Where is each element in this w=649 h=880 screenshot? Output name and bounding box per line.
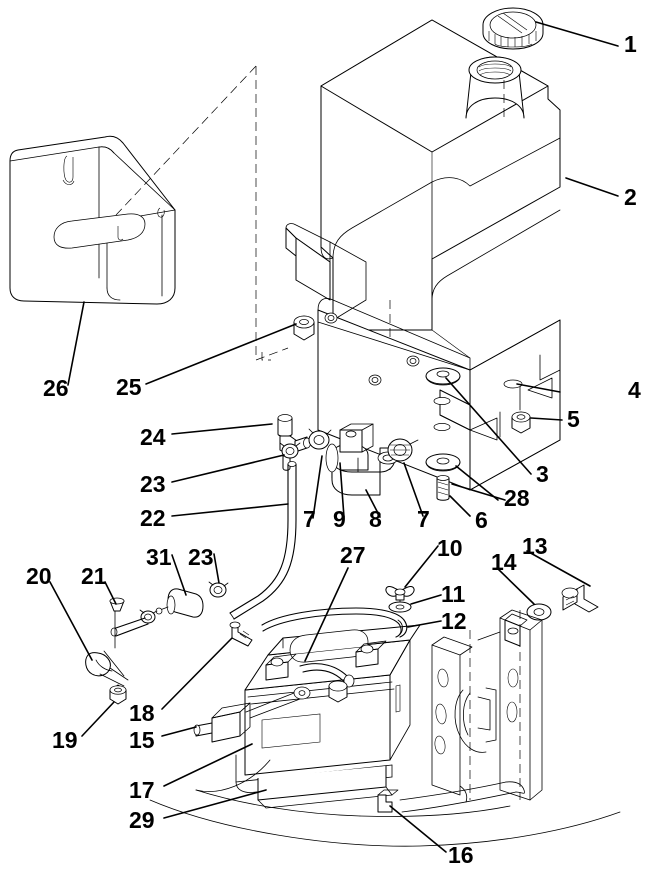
callout-4: 4: [628, 377, 641, 403]
callout-5: 5: [567, 406, 580, 432]
callout-15: 15: [129, 727, 155, 753]
terminal-bolt-18: [229, 621, 253, 647]
washer-14: [526, 603, 552, 621]
callout-25: 25: [116, 374, 142, 400]
holddown-group: [261, 586, 415, 638]
battery-cable-15: [193, 702, 251, 743]
fuel-cap: [482, 7, 544, 50]
lock-nut-19: [109, 684, 127, 705]
callout-23-right: 23: [188, 544, 214, 570]
washer-11: [388, 601, 412, 613]
hose-clamp-23a: [279, 442, 301, 459]
callout-12: 12: [441, 608, 467, 634]
leader-lines: [49, 21, 619, 853]
heat-shield-group: [9, 135, 176, 305]
hose-clamp-23b: [208, 581, 229, 598]
callout-22: 22: [140, 505, 166, 531]
fuel-line-22: [229, 461, 297, 620]
callout-2: 2: [624, 184, 637, 210]
grommet-stack: [425, 367, 461, 501]
callout-9: 9: [333, 506, 346, 532]
fuel-elbow-group: [308, 423, 419, 496]
callout-29: 29: [129, 807, 155, 833]
lock-nut-5: [511, 411, 531, 434]
callout-17: 17: [129, 777, 155, 803]
battery-group: [193, 621, 421, 809]
callout-11: 11: [441, 581, 466, 607]
wing-nut-10: [385, 586, 415, 601]
callout-28: 28: [504, 485, 530, 511]
fuel-filter-31: [155, 588, 204, 618]
bolt-25: [293, 315, 315, 341]
callout-7-right: 7: [417, 506, 430, 532]
chassis-frame: [149, 609, 621, 847]
callout-14: 14: [491, 549, 517, 575]
callout-10: 10: [437, 535, 463, 561]
callout-3: 3: [536, 461, 549, 487]
bolt-13-group: [561, 584, 599, 613]
callout-26: 26: [43, 375, 69, 401]
callout-23: 23: [140, 471, 166, 497]
callout-21: 21: [81, 563, 107, 589]
mounting-bracket-group: [285, 223, 561, 491]
callout-20: 20: [26, 563, 52, 589]
callout-24: 24: [140, 424, 166, 450]
hose-clamp-23c: [139, 609, 158, 624]
callout-27: 27: [340, 542, 366, 568]
callout-18: 18: [129, 700, 155, 726]
callout-16: 16: [448, 842, 474, 868]
callout-1: 1: [624, 31, 637, 57]
callout-19: 19: [52, 727, 78, 753]
callout-13: 13: [522, 533, 548, 559]
rivet-21: [109, 597, 125, 649]
clamp-20: [85, 650, 129, 687]
callout-31: 31: [146, 544, 172, 570]
callout-7: 7: [303, 506, 316, 532]
fuel-tank-group: [320, 7, 561, 331]
callout-8: 8: [369, 506, 382, 532]
callout-6: 6: [475, 507, 488, 533]
